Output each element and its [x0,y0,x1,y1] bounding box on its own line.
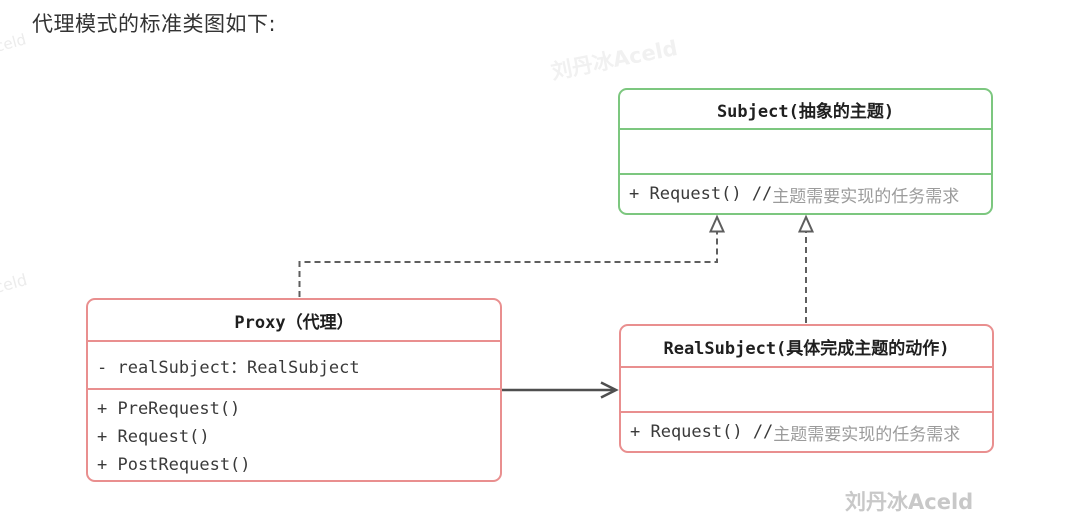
class-attributes-realsubject [621,368,992,413]
class-methods-proxy: + PreRequest() + Request() + PostRequest… [88,390,500,480]
method-line: + PreRequest() [97,399,241,419]
method-line: + Request() // [630,422,774,442]
watermark-top: 刘丹冰Aceld [549,35,680,84]
watermark-left-top: celd [0,30,28,56]
watermark-bottom-right: 刘丹冰Aceld [845,490,974,514]
method-comment: 主题需要实现的任务需求 [773,424,961,445]
class-attributes-subject [620,130,991,175]
class-box-realsubject: RealSubject(具体完成主题的动作) + Request() //主题需… [619,324,994,453]
method-line: + Request() [97,427,210,447]
class-title-proxy: Proxy（代理） [88,300,500,342]
watermark-left-mid: celd [0,270,30,297]
hollow-arrowhead-icon [708,214,726,233]
class-title-subject: Subject(抽象的主题) [620,90,991,130]
class-methods-realsubject: + Request() //主题需要实现的任务需求 [621,413,992,451]
dashed-arrow-proxy-to-subject [298,232,718,297]
class-box-proxy: Proxy（代理） - realSubject：RealSubject + Pr… [86,298,502,482]
class-title-realsubject: RealSubject(具体完成主题的动作) [621,326,992,368]
method-line: + PostRequest() [97,455,251,475]
method-line: + Request() // [629,184,773,204]
method-comment: 主题需要实现的任务需求 [772,186,960,207]
hollow-arrowhead-icon [797,214,815,233]
class-attributes-proxy: - realSubject：RealSubject [88,342,500,390]
class-methods-subject: + Request() //主题需要实现的任务需求 [620,175,991,213]
page-title: 代理模式的标准类图如下: [32,12,277,36]
attribute-line: - realSubject：RealSubject [97,357,360,378]
class-box-subject: Subject(抽象的主题) + Request() //主题需要实现的任务需求 [618,88,993,215]
open-arrowhead-icon [600,381,619,399]
